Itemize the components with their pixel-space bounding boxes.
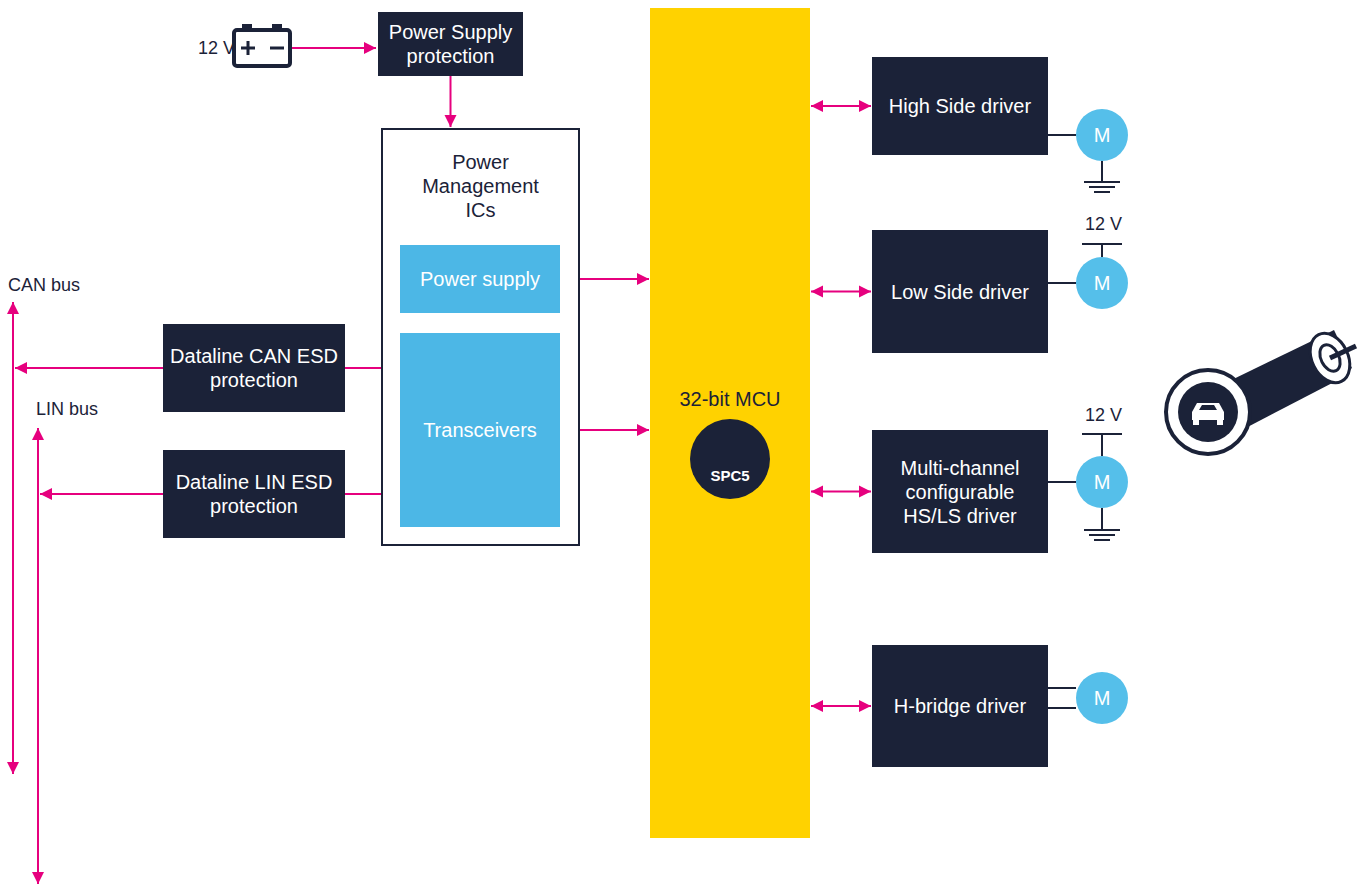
can-bus-arrow	[15, 367, 163, 369]
steering-column-illustration	[1166, 327, 1358, 454]
connector-line	[811, 291, 871, 293]
bus-label: LIN bus	[36, 398, 98, 420]
node-text: Low Side driver	[891, 280, 1029, 304]
connector	[1048, 135, 1076, 136]
driver-box: Multi-channel configurable HS/LS driver	[872, 430, 1048, 553]
connector-line	[450, 76, 452, 127]
can-bus-line	[12, 302, 14, 774]
supply-bar	[1082, 244, 1122, 257]
node-text: SPC5	[710, 467, 749, 485]
connector	[1048, 688, 1076, 708]
mcu-logo: SPC5	[690, 419, 770, 499]
function-box: Transceivers	[400, 333, 560, 527]
connector	[450, 76, 451, 127]
connector	[811, 291, 871, 292]
connector-line	[1048, 481, 1076, 483]
node-text: Power Management ICs	[411, 150, 551, 222]
voltage-label: 12 V	[1085, 404, 1122, 426]
connector	[1048, 283, 1076, 284]
lin-bus-line	[37, 428, 39, 884]
motor-circle: M	[1076, 109, 1128, 161]
connector-line	[811, 705, 871, 707]
connector-line	[1048, 707, 1076, 709]
node-text: 32-bit MCU	[679, 387, 780, 411]
driver-box: High Side driver	[872, 57, 1048, 155]
group-box: Power Management ICsPower supplyTranscei…	[381, 128, 580, 546]
voltage-label: 12 V	[198, 37, 235, 59]
ground-symbol	[1084, 161, 1120, 192]
mcu-band: 32-bit MCU SPC5	[650, 8, 810, 838]
battery-symbol	[234, 24, 290, 66]
node-text: Dataline LIN ESD protection	[169, 470, 339, 518]
node-text: Dataline CAN ESD protection	[169, 344, 339, 392]
protection-box: Dataline LIN ESD protection	[163, 450, 345, 538]
node-text: M	[1094, 272, 1111, 295]
connector-line	[811, 491, 871, 493]
connector-line	[811, 105, 871, 107]
motor-circle: M	[1076, 257, 1128, 309]
node-text: Power supply	[420, 267, 540, 291]
connector-line	[1048, 134, 1076, 136]
ground-symbol	[1084, 508, 1120, 540]
connector	[1048, 482, 1076, 483]
node-text: M	[1094, 687, 1111, 710]
protection-box: Power Supply protection	[378, 12, 523, 76]
node-text: Power Supply protection	[384, 20, 517, 68]
motor-circle: M	[1076, 456, 1128, 508]
protection-box: Dataline CAN ESD protection	[163, 324, 345, 412]
motor-circle: M	[1076, 672, 1128, 724]
supply-bar	[1082, 434, 1122, 456]
connector	[811, 106, 871, 107]
connector-line	[1048, 282, 1076, 284]
node-text: M	[1094, 124, 1111, 147]
connector	[811, 706, 871, 707]
function-box: Power supply	[400, 245, 560, 313]
connector	[811, 491, 871, 492]
node-text: Transceivers	[423, 418, 537, 442]
node-text: High Side driver	[889, 94, 1031, 118]
voltage-label: 12 V	[1085, 213, 1122, 235]
driver-box: H-bridge driver	[872, 645, 1048, 767]
bus-label: CAN bus	[8, 274, 80, 296]
node-text: H-bridge driver	[894, 694, 1026, 718]
connector-line	[1048, 687, 1076, 689]
node-text: M	[1094, 471, 1111, 494]
driver-box: Low Side driver	[872, 230, 1048, 353]
supply-arrow	[292, 47, 376, 49]
node-text: Multi-channel configurable HS/LS driver	[878, 456, 1042, 528]
lin-bus-arrow	[40, 493, 163, 495]
